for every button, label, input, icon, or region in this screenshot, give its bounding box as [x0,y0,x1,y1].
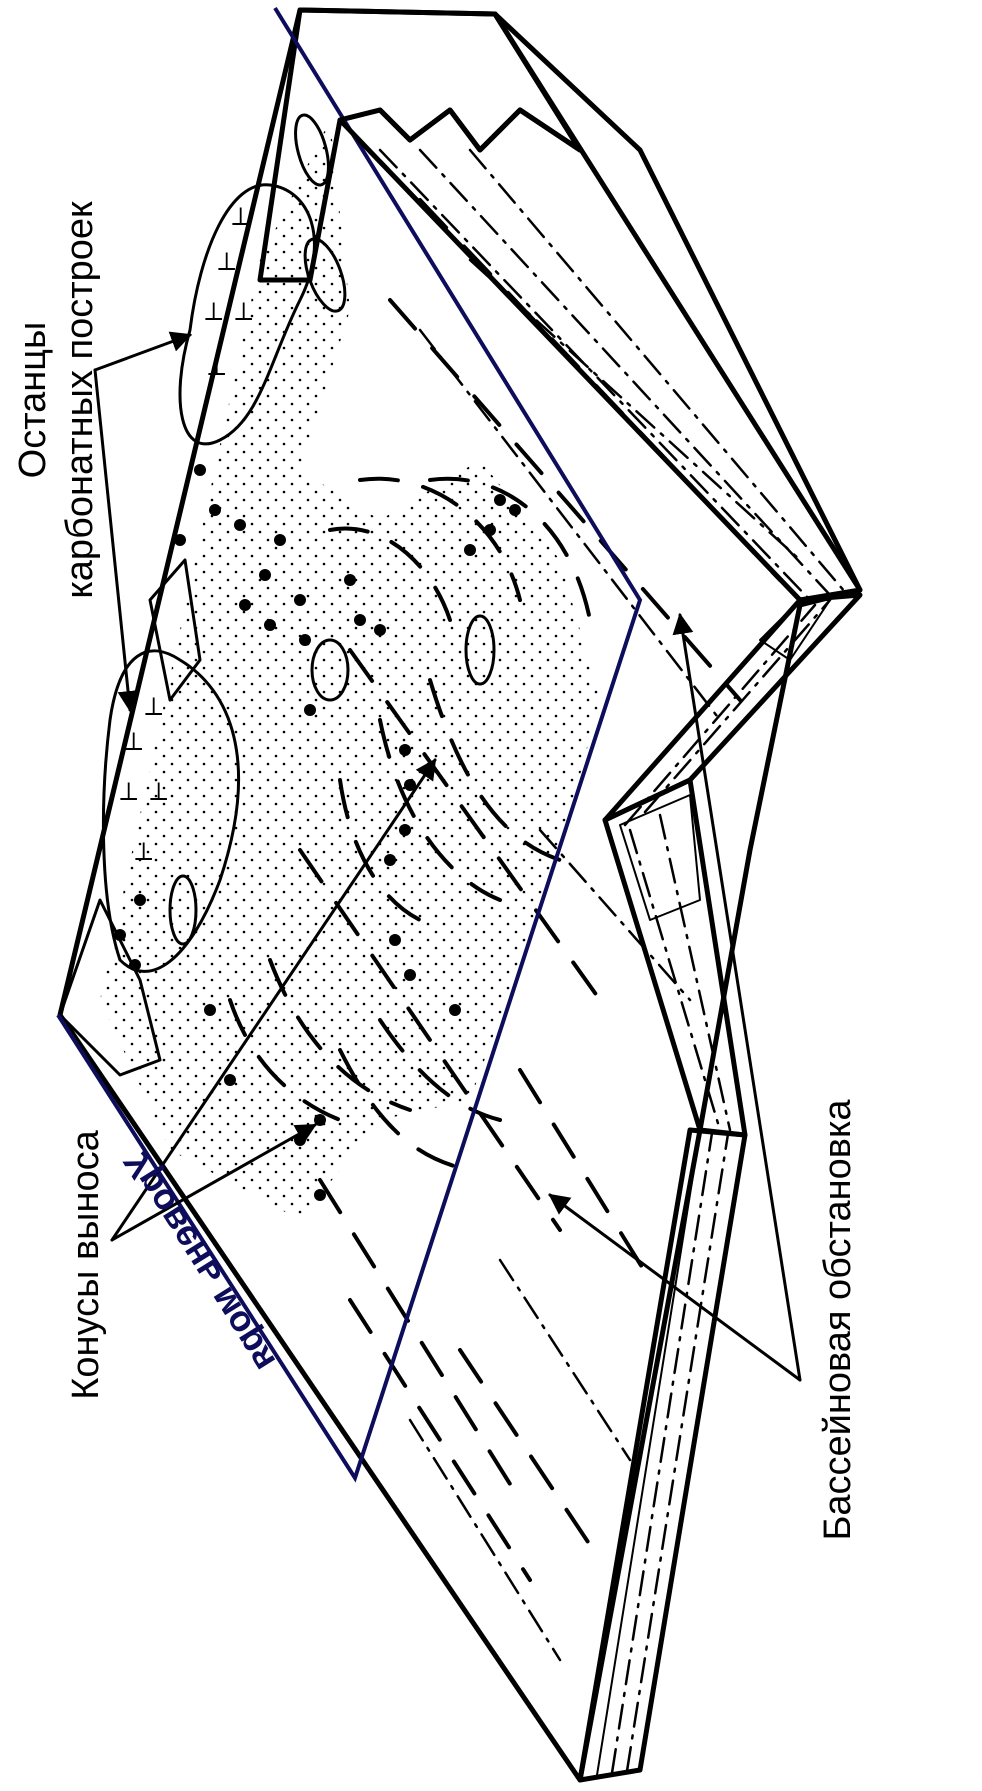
svg-text:⟂: ⟂ [145,691,162,721]
svg-text:⟂: ⟂ [120,776,137,806]
svg-text:⟂: ⟂ [135,836,152,866]
svg-text:⟂: ⟂ [232,201,249,231]
label-carbonate-remnants-line2: карбонатных построек [59,201,101,599]
label-basin-setting: Бассейновая обстановка [817,1099,859,1541]
svg-text:⟂: ⟂ [208,351,225,381]
svg-text:⟂: ⟂ [205,296,222,326]
svg-text:⟂: ⟂ [125,726,142,756]
label-carbonate-remnants-line1: Останцы [12,322,54,479]
block-top-surface [60,10,860,1780]
svg-text:⟂: ⟂ [235,296,252,326]
svg-text:⟂: ⟂ [218,246,235,276]
svg-text:⟂: ⟂ [150,776,167,806]
sand-zone [100,120,600,1220]
label-alluvial-fans: Конусы выноса [65,1129,107,1399]
